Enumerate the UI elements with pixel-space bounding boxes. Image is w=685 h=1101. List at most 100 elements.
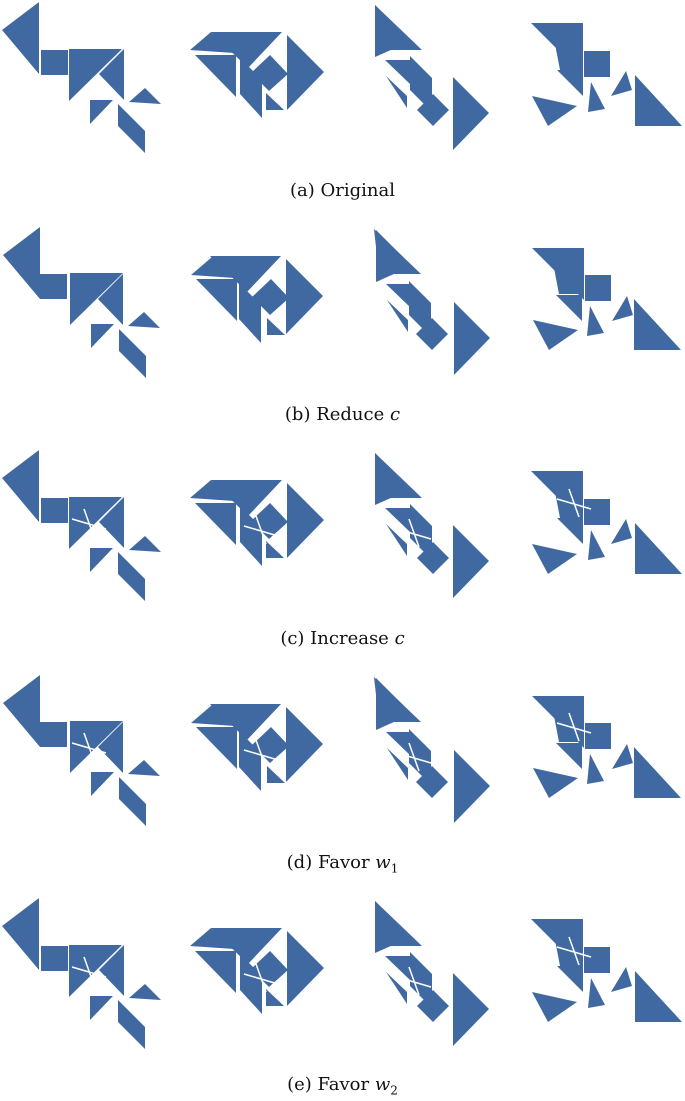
tangram-piece	[386, 972, 407, 1004]
tangram-piece	[453, 525, 489, 598]
tangram-piece	[386, 76, 407, 108]
tangram-piece	[635, 971, 682, 1022]
tangram-piece	[587, 754, 604, 784]
tangram-puzzle-4	[532, 696, 681, 798]
tangram-row-1	[2, 2, 682, 153]
tangram-piece	[584, 947, 610, 973]
tangram-piece	[454, 750, 490, 823]
tangram-piece	[287, 35, 324, 110]
tangram-piece	[129, 984, 161, 1000]
tangram-row-4	[3, 675, 681, 826]
tangram-piece	[533, 320, 578, 350]
tangram-piece	[286, 259, 323, 334]
caption-d-var: w	[375, 852, 390, 873]
tangram-piece	[532, 992, 577, 1022]
tangram-puzzle-2	[190, 32, 324, 118]
tangram-piece	[374, 677, 421, 722]
tangram-piece	[287, 483, 324, 558]
tangram-puzzle-2	[190, 480, 324, 566]
tangram-piece	[195, 55, 236, 97]
tangram-piece	[532, 96, 577, 126]
tangram-piece	[385, 60, 410, 84]
caption-a-text: (a) Original	[290, 180, 395, 201]
caption-b-text: (b) Reduce	[285, 404, 390, 425]
tangram-row-3	[2, 450, 682, 601]
tangram-puzzle-4	[531, 23, 682, 126]
tangram-piece	[557, 966, 583, 992]
tangram-piece	[118, 1000, 145, 1049]
tangram-puzzle-3	[375, 453, 489, 598]
tangram-piece	[635, 75, 682, 126]
tangram-piece	[196, 727, 237, 769]
tangram-piece	[266, 541, 284, 558]
tangram-piece	[267, 766, 285, 783]
tangram-piece	[90, 548, 113, 572]
tangram-piece	[40, 722, 67, 747]
tangram-piece	[588, 82, 605, 112]
tangram-piece	[453, 77, 489, 150]
tangram-piece	[41, 498, 68, 523]
tangram-piece	[587, 306, 604, 336]
tangram-puzzle-3	[374, 677, 490, 823]
tangram-puzzle-3	[374, 229, 490, 375]
tangram-piece	[91, 772, 114, 796]
tangram-piece	[611, 967, 632, 992]
tangram-puzzle-3	[375, 901, 489, 1046]
tangram-puzzle-1	[2, 450, 161, 601]
caption-d-text: (d) Favor	[287, 852, 376, 873]
caption-e-sub: 2	[390, 1084, 398, 1098]
caption-d-sub: 1	[391, 862, 399, 876]
tangram-puzzle-1	[3, 227, 160, 378]
tangram-puzzle-1	[2, 898, 161, 1049]
tangram-piece	[557, 518, 583, 544]
tangram-piece	[386, 732, 411, 756]
tangram-piece	[386, 284, 411, 308]
tangram-piece	[612, 296, 633, 321]
tangram-piece	[128, 312, 160, 328]
caption-b-var: c	[390, 404, 400, 425]
tangram-piece	[196, 279, 237, 321]
tangram-piece	[611, 519, 632, 544]
tangram-piece	[374, 229, 421, 274]
tangram-piece	[129, 88, 161, 104]
tangram-piece	[3, 227, 40, 299]
tangram-piece	[119, 777, 146, 826]
tangram-piece	[2, 2, 39, 74]
caption-c-var: c	[395, 628, 405, 649]
tangram-piece	[612, 744, 633, 769]
caption-c: (c) Increase c	[0, 628, 685, 652]
tangram-piece	[287, 931, 324, 1006]
tangram-puzzle-1	[2, 2, 161, 153]
tangram-piece	[375, 5, 422, 50]
tangram-piece	[2, 898, 39, 970]
caption-e: (e) Favor w2	[0, 1074, 685, 1098]
tangram-puzzle-2	[190, 928, 324, 1014]
tangram-piece	[195, 503, 236, 545]
tangram-piece	[118, 552, 145, 601]
tangram-piece	[634, 299, 681, 350]
tangram-piece	[267, 318, 285, 335]
tangram-piece	[128, 760, 160, 776]
tangram-puzzle-2	[191, 256, 323, 343]
tangram-piece	[2, 450, 39, 522]
tangram-puzzle-4	[531, 919, 682, 1022]
tangram-piece	[556, 295, 582, 321]
tangram-piece	[41, 946, 68, 971]
tangram-puzzle-3	[375, 5, 489, 150]
tangram-row-2	[3, 227, 681, 378]
tangram-piece	[634, 747, 681, 798]
tangram-piece	[556, 743, 582, 769]
tangram-piece	[118, 104, 145, 153]
tangram-puzzle-2	[191, 704, 323, 791]
tangram-piece	[286, 707, 323, 782]
tangram-piece	[375, 453, 422, 498]
tangram-piece	[195, 951, 236, 993]
caption-a: (a) Original	[0, 180, 685, 204]
caption-d: (d) Favor w1	[0, 852, 685, 876]
caption-c-text: (c) Increase	[280, 628, 394, 649]
tangram-piece	[585, 275, 611, 301]
tangram-piece	[91, 324, 114, 348]
tangram-piece	[611, 71, 632, 96]
tangram-piece	[375, 901, 422, 946]
